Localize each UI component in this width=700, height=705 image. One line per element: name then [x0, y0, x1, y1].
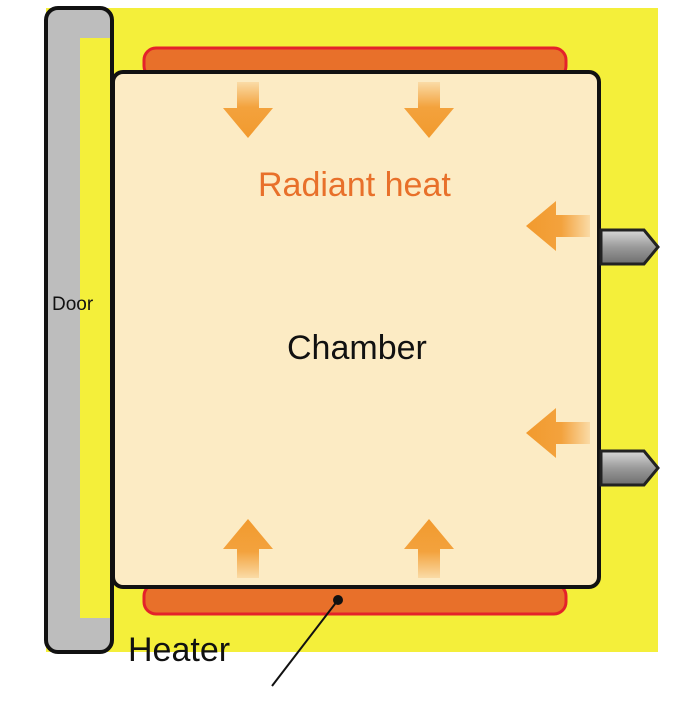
arrow-icon	[404, 519, 454, 578]
port-icon	[599, 228, 660, 266]
arrow-icon	[404, 82, 454, 138]
heater-label: Heater	[128, 631, 231, 669]
heater-leader-dot	[333, 595, 343, 605]
chamber-label: Chamber	[287, 329, 427, 367]
arrow-icon	[223, 519, 273, 578]
radiant-heat-label: Radiant heat	[258, 166, 451, 204]
port-icon	[599, 449, 660, 487]
heater-leader-line	[271, 599, 339, 687]
arrow-icon	[223, 82, 273, 138]
arrow-icon	[526, 408, 590, 458]
arrow-icon	[526, 201, 590, 251]
door-label: Door	[52, 294, 94, 315]
door-seal	[80, 38, 110, 618]
